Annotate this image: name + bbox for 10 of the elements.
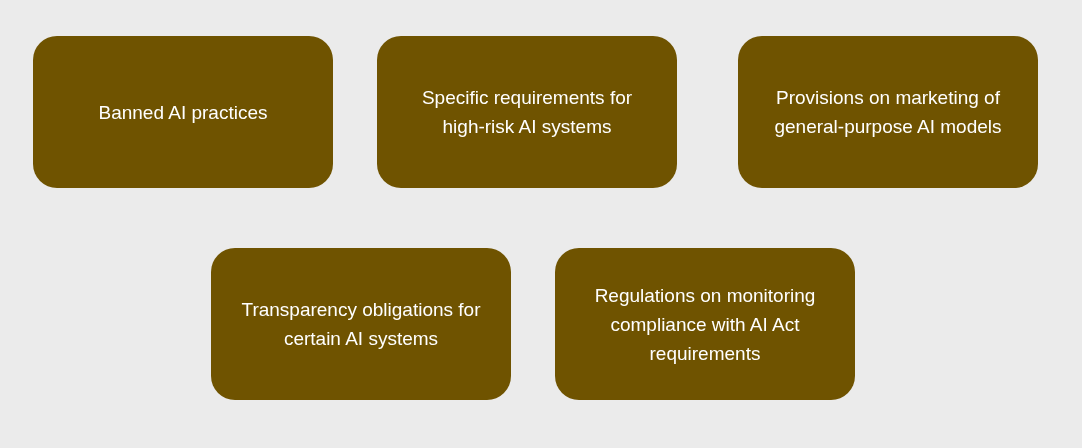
box-text: Transparency obligations for certain AI systems <box>240 298 482 351</box>
rounded-box <box>377 36 677 188</box>
rounded-box <box>738 36 1038 188</box>
box-text: Banned AI practices <box>98 100 268 125</box>
rounded-box <box>211 248 511 400</box>
rounded-box <box>33 36 333 188</box>
rounded-box <box>555 248 855 400</box>
box-text: Provisions on marketing of general-purpose AI models <box>773 86 1003 139</box>
box-text: Specific requirements for high-risk AI systems <box>420 86 634 139</box>
box-text: Regulations on monitoring compliance with AI Act requirements <box>593 283 817 366</box>
